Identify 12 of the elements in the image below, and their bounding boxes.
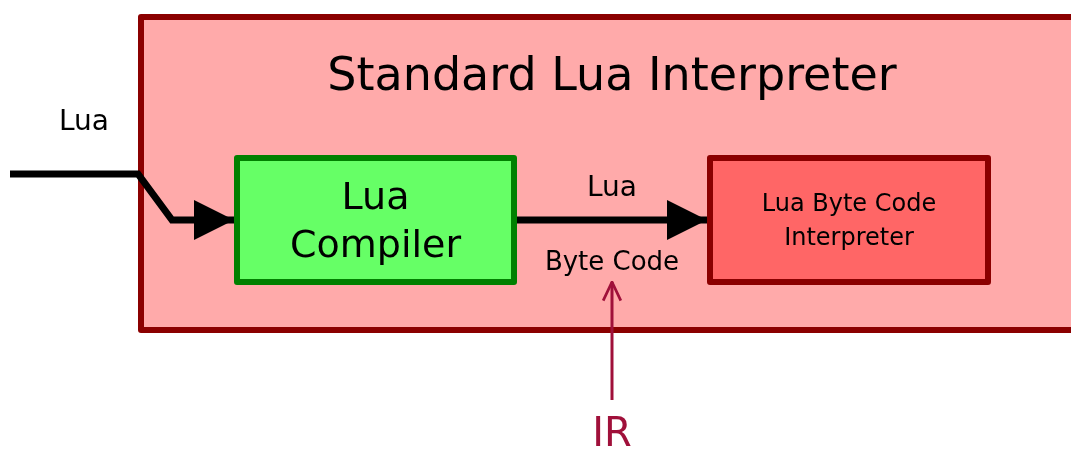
interpreter-box — [707, 155, 991, 285]
node-text: Standard Lua Interpreter — [326, 46, 898, 102]
node-text: IR — [592, 408, 632, 456]
node-text: Lua Byte Code Interpreter — [760, 188, 938, 253]
node-text: Byte Code — [544, 245, 680, 278]
compiler-box — [234, 155, 517, 285]
edge-label: Lua — [59, 104, 109, 138]
edge-label: Lua — [587, 170, 637, 204]
node-text: Lua Compiler — [288, 173, 462, 268]
interpreter-container — [138, 14, 1071, 333]
arrow — [517, 200, 707, 240]
arrow — [601, 280, 623, 400]
